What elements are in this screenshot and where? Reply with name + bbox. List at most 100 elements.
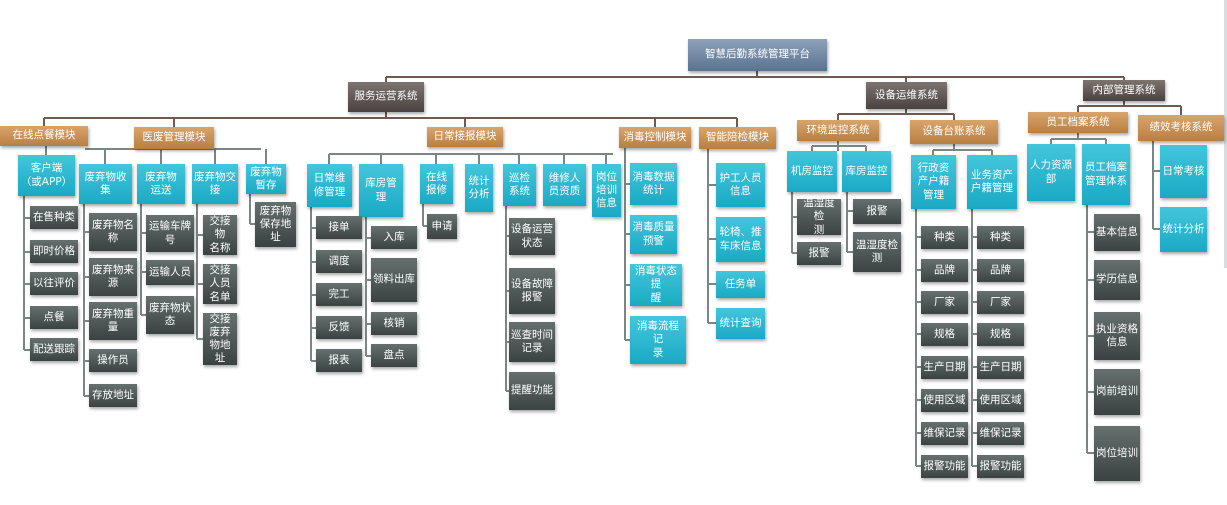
leaf-waste-collect-4: 操作员	[89, 349, 137, 372]
leaf-daily-repair-2: 调度	[316, 250, 362, 273]
module-daily-report: 日常接报模块	[427, 127, 503, 147]
node-post-training: 岗位 培训 信息	[592, 164, 621, 217]
leaf-patrol-3: 巡查时间 记录	[509, 322, 555, 362]
leaf-staff-archive-1: 基本信息	[1094, 214, 1140, 251]
leaf-biz-assets-5: 生产日期	[977, 356, 1024, 379]
leaf-storeroom-1: 报警	[853, 199, 901, 224]
leaf-waste-handover-1: 交接物 名称	[203, 215, 237, 255]
module-ledger: 设备台账系统	[910, 120, 998, 144]
leaf-daily-repair-1: 接单	[316, 216, 362, 239]
leaf-staff-archive-5: 岗位培训	[1094, 426, 1140, 481]
node-daily-assessment: 日常考核	[1160, 145, 1207, 198]
node-warehouse: 库房管 理	[359, 164, 403, 217]
leaf-waste-collect-3: 废弃物重 量	[89, 302, 137, 340]
leaf-waste-collect-2: 废弃物来 源	[89, 258, 137, 296]
node-daily-repair: 日常维 修管理	[307, 164, 352, 207]
leaf-daily-repair-3: 完工	[316, 283, 362, 306]
leaf-waste-collect-1: 废弃物名 称	[89, 213, 137, 251]
leaf-patrol-2: 设备故障 报警	[509, 268, 555, 314]
leaf-staff-archive-2: 学历信息	[1094, 260, 1140, 300]
leaf-biz-assets-3: 厂家	[977, 291, 1024, 314]
leaf-admin-assets-3: 厂家	[921, 291, 968, 314]
leaf-waste-transport-2: 运输人员	[146, 260, 194, 285]
leaf-storeroom-2: 温湿度检 测	[853, 232, 901, 272]
node-wheelchair: 轮椅、推 车床信息	[716, 217, 765, 262]
leaf-client-3: 以往评价	[30, 272, 78, 295]
leaf-machine-room-2: 报警	[797, 242, 841, 265]
leaf-biz-assets-4: 规格	[977, 323, 1024, 346]
root-node: 智慧后勤系统管理平台	[688, 39, 827, 71]
window-edge	[1224, 0, 1227, 268]
leaf-admin-assets-7: 维保记录	[921, 422, 968, 445]
module-disinfection: 消毒控制模块	[619, 127, 691, 148]
system-equipment: 设备运维系统	[866, 82, 947, 109]
leaf-online-repair-1: 申请	[427, 214, 457, 239]
leaf-client-4: 点餐	[30, 306, 78, 329]
leaf-daily-repair-4: 反馈	[316, 316, 362, 339]
node-waste-collect: 废弃物收 集	[79, 164, 132, 204]
leaf-warehouse-2: 领料出库	[371, 258, 417, 302]
leaf-biz-assets-6: 使用区域	[977, 389, 1024, 412]
node-assessment-stats: 统计分析	[1160, 207, 1207, 252]
system-service: 服务运营系统	[348, 82, 424, 112]
leaf-biz-assets-1: 种类	[977, 226, 1024, 249]
leaf-daily-repair-5: 报表	[316, 349, 362, 372]
node-repair-staff: 维修人 员资质	[543, 164, 586, 206]
node-disinfect-status: 消毒状态提 醒	[630, 264, 682, 306]
leaf-biz-assets-7: 维保记录	[977, 422, 1024, 445]
leaf-client-2: 即时价格	[30, 240, 78, 263]
node-admin-assets: 行政资 产户籍 管理	[911, 155, 956, 209]
leaf-biz-assets-2: 品牌	[977, 259, 1024, 282]
node-disinfect-stat: 消毒数据 统计	[630, 163, 677, 205]
node-storeroom-monitor: 库房监控	[842, 151, 891, 192]
node-stat-analysis: 统计 分析	[465, 164, 493, 212]
node-disinfect-flow: 消毒流程记 录	[630, 316, 686, 364]
node-patrol: 巡检 系统	[503, 164, 536, 206]
leaf-warehouse-3: 核销	[371, 312, 417, 335]
node-hr-dept: 人力资源 部	[1027, 144, 1075, 201]
node-caregiver: 护工人员 信息	[716, 163, 765, 207]
node-waste-transport: 废弃物 运送	[137, 164, 185, 204]
node-stat-query: 统计查询	[716, 308, 765, 339]
node-waste-handover: 废弃物交 接	[192, 164, 238, 204]
module-medical-waste: 医废管理模块	[134, 127, 214, 149]
leaf-biz-assets-8: 报警功能	[977, 455, 1024, 478]
leaf-waste-transport-1: 运输车牌 号	[146, 215, 194, 252]
system-internal: 内部管理系统	[1083, 80, 1165, 101]
module-online-meal: 在线点餐模块	[0, 126, 88, 146]
leaf-client-5: 配送跟踪	[30, 338, 78, 361]
leaf-admin-assets-8: 报警功能	[921, 455, 968, 478]
leaf-waste-storage-1: 废弃物 保存地 址	[255, 202, 296, 247]
leaf-waste-collect-5: 存放地址	[89, 384, 137, 407]
leaf-warehouse-1: 入库	[371, 226, 417, 249]
leaf-warehouse-4: 盘点	[371, 344, 417, 367]
module-staff-archive: 员工档案系统	[1028, 112, 1128, 133]
leaf-admin-assets-5: 生产日期	[921, 356, 968, 379]
leaf-patrol-1: 设备运营 状态	[509, 218, 555, 255]
node-client: 客户端 （或APP）	[18, 155, 75, 196]
node-staff-archive-system: 员工档案 管理体系	[1082, 144, 1130, 205]
node-waste-storage: 废弃物 暂存	[246, 164, 286, 194]
leaf-machine-room-1: 温湿度检 测	[797, 197, 841, 236]
module-env-monitor: 环境监控系统	[797, 120, 879, 141]
leaf-admin-assets-4: 规格	[921, 323, 968, 346]
node-disinfect-quality: 消毒质量 预警	[630, 215, 677, 254]
node-online-repair: 在线 报修	[420, 164, 453, 204]
leaf-waste-handover-3: 交接 废弃 物地 址	[203, 313, 237, 365]
leaf-client-1: 在售种类	[30, 206, 78, 229]
leaf-admin-assets-6: 使用区域	[921, 389, 968, 412]
leaf-admin-assets-2: 品牌	[921, 259, 968, 282]
node-machine-room: 机房监控	[787, 151, 837, 192]
leaf-admin-assets-1: 种类	[921, 226, 968, 249]
leaf-staff-archive-4: 岗前培训	[1094, 369, 1140, 415]
node-biz-assets: 业务资产 户籍管理	[967, 155, 1017, 209]
leaf-patrol-4: 提醒功能	[509, 372, 555, 410]
node-task-list: 任务单	[716, 271, 765, 298]
module-performance: 绩效考核系统	[1138, 115, 1224, 141]
module-escort: 智能陪检模块	[699, 127, 776, 149]
leaf-staff-archive-3: 执业资格 信息	[1094, 312, 1140, 360]
leaf-waste-handover-2: 交接 人员 名单	[203, 264, 237, 304]
leaf-waste-transport-3: 废弃物状 态	[146, 296, 194, 334]
